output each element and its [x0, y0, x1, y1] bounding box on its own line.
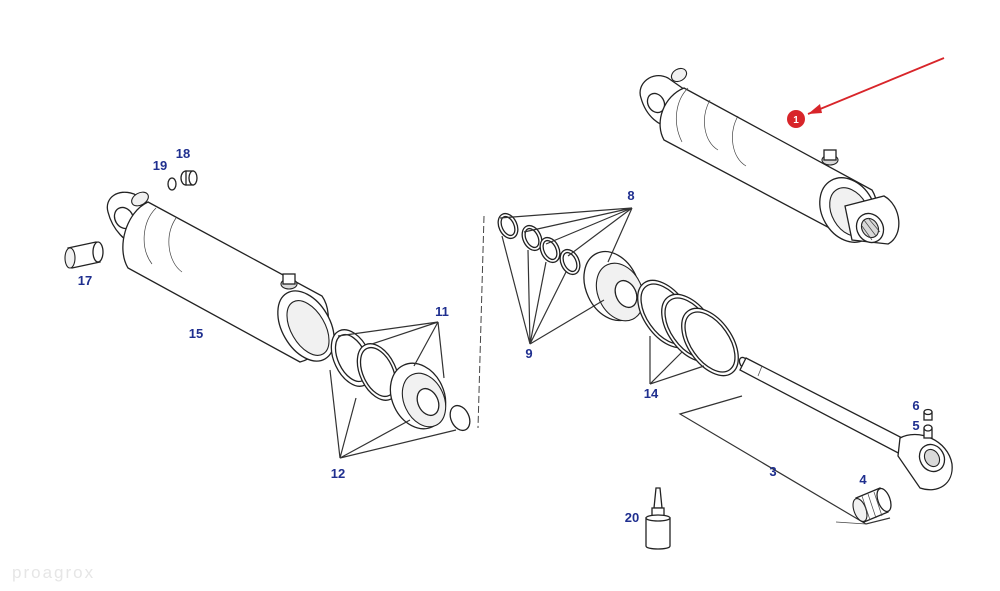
callout-19-label[interactable]: 19 [153, 158, 167, 173]
highlight-arrow [807, 57, 945, 115]
leader-12 [329, 369, 457, 459]
callout-5-label[interactable]: 5 [912, 418, 919, 433]
adhesive-bottle-part-20 [645, 487, 671, 550]
callout-6-label[interactable]: 6 [912, 398, 919, 413]
piston-rod-part-3 [738, 356, 953, 491]
callout-14-label[interactable]: 14 [644, 386, 659, 401]
callout-15-label[interactable]: 15 [189, 326, 203, 341]
leader-11 [337, 321, 445, 379]
callout-3-label[interactable]: 3 [769, 464, 776, 479]
callout-11-label[interactable]: 11 [435, 304, 449, 319]
watermark-text: proagrox [12, 563, 95, 582]
dashed-axis-line [477, 215, 485, 429]
washer-part-19 [167, 177, 177, 191]
head-seal-group [330, 329, 471, 432]
cap-part-6 [923, 408, 933, 421]
needle-bearing-part-4 [852, 487, 892, 523]
callout-9-label[interactable]: 9 [525, 346, 532, 361]
leader-8 [499, 207, 633, 263]
leader-3 [678, 395, 891, 525]
leader-14 [649, 336, 705, 385]
callout-17-label[interactable]: 17 [78, 273, 92, 288]
leader-3-tail [835, 521, 867, 525]
grease-nipple-part-5 [923, 424, 933, 439]
callout-1-label: 1 [793, 115, 799, 126]
piston-seal-group [497, 212, 739, 377]
assembled-cylinder [639, 67, 900, 245]
callout-1-badge[interactable]: 1 [787, 110, 805, 128]
cylinder-barrel-part-15 [106, 191, 335, 363]
callout-18-label[interactable]: 18 [176, 146, 190, 161]
bushing-part-17 [64, 241, 104, 269]
callout-8-label[interactable]: 8 [627, 188, 634, 203]
callout-12-label[interactable]: 12 [331, 466, 345, 481]
plug-part-18 [180, 170, 198, 186]
callout-4-label[interactable]: 4 [859, 472, 867, 487]
highlight-arrow-head [808, 104, 822, 114]
callout-20-label[interactable]: 20 [625, 510, 639, 525]
leader-9 [501, 235, 605, 345]
